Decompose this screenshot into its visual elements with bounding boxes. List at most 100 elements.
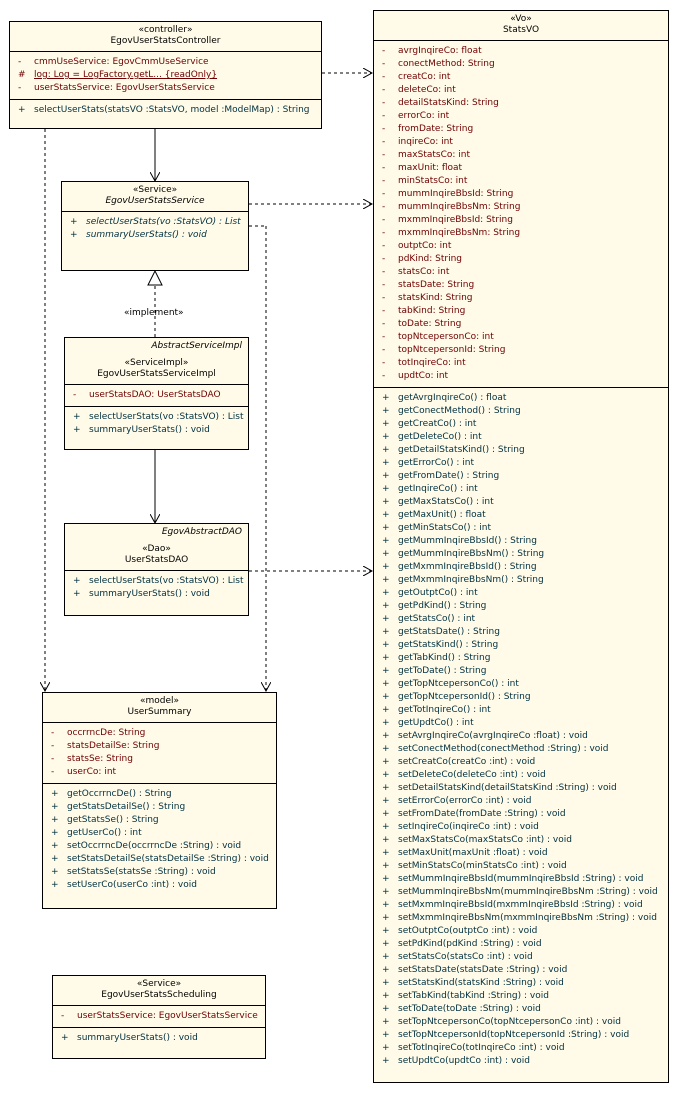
class-egov-user-stats-scheduling[interactable]: «Service» EgovUserStatsScheduling -userS… [52, 975, 269, 1062]
operation-row: +getStatsKind() : String [374, 639, 668, 652]
operation-text: setStatsDate(statsDate :String) : void [398, 965, 568, 975]
operation-row: +setDeleteCo(deleteCo :int) : void [374, 769, 668, 782]
operations-compartment: + summaryUserStats() : void [53, 1027, 265, 1049]
operation-row: +setOccrrncDe(occrrncDe :String) : void [43, 840, 276, 853]
operation-text: getTopNtcepersonId() : String [398, 692, 531, 702]
visibility-marker: - [382, 306, 386, 316]
class-user-stats-dao[interactable]: EgovAbstractDAO «Dao» UserStatsDAO +sele… [64, 523, 252, 619]
class-name: EgovUserStatsServiceImpl [97, 369, 216, 379]
visibility-marker: - [61, 1011, 65, 1021]
attribute-row: -userStatsService: EgovUserStatsService [10, 82, 321, 95]
visibility-marker: + [51, 789, 59, 799]
attribute-text: userStatsService: EgovUserStatsService [77, 1011, 258, 1021]
operation-text: getFromDate() : String [398, 471, 500, 481]
visibility-marker: + [51, 880, 59, 890]
operation-text: setDeleteCo(deleteCo :int) : void [398, 770, 546, 780]
attribute-text: topNtcepersonId: String [398, 345, 506, 355]
operation-row: +selectUserStats(vo :StatsVO) : List [62, 216, 248, 229]
attributes-compartment: -avrgInqireCo: float-conectMethod: Strin… [374, 40, 668, 387]
interface-egov-user-stats-service[interactable]: «Service» EgovUserStatsService +selectUs… [61, 181, 252, 274]
operation-text: setMaxUnit(maxUnit :float) : void [398, 848, 548, 858]
operation-text: setErrorCo(errorCo :int) : void [398, 796, 532, 806]
visibility-marker: + [382, 848, 390, 858]
visibility-marker: - [382, 280, 386, 290]
visibility-marker: + [51, 815, 59, 825]
attribute-text: errorCo: int [398, 111, 450, 121]
operation-row: +setTopNtcepersonId(topNtcepersonId :Str… [374, 1029, 668, 1042]
attribute-row: - userStatsService: EgovUserStatsService [53, 1010, 265, 1023]
operation-row: +summaryUserStats() : void [65, 588, 248, 601]
visibility-marker: + [61, 1033, 69, 1043]
visibility-marker: + [382, 874, 390, 884]
operation-text: getOutptCo() : int [398, 588, 478, 598]
visibility-marker: + [382, 458, 390, 468]
operation-text: getUserCo() : int [67, 828, 142, 838]
visibility-marker: + [382, 640, 390, 650]
visibility-marker: - [51, 754, 55, 764]
visibility-marker: + [382, 796, 390, 806]
operation-text: setTabKind(tabKind :String) : void [398, 991, 549, 1001]
visibility-marker: - [382, 150, 386, 160]
operation-text: setConectMethod(conectMethod :String) : … [398, 744, 609, 754]
operation-row: +setDetailStatsKind(detailStatsKind :Str… [374, 782, 668, 795]
class-egov-user-stats-controller[interactable]: «controller» EgovUserStatsController -cm… [9, 21, 325, 132]
operation-text: getConectMethod() : String [398, 406, 521, 416]
attribute-text: fromDate: String [398, 124, 474, 134]
operation-row: +setInqireCo(inqireCo :int) : void [374, 821, 668, 834]
operation-row: +getMaxStatsCo() : int [374, 496, 668, 509]
attribute-text: topNtcepersonCo: int [398, 332, 494, 342]
class-header: AbstractServiceImpl «ServiceImpl» EgovUs… [65, 338, 248, 384]
class-egov-user-stats-service-impl[interactable]: AbstractServiceImpl «ServiceImpl» EgovUs… [64, 337, 252, 453]
attribute-text: detailStatsKind: String [398, 98, 499, 108]
operation-text: setCreatCo(creatCo :int) : void [398, 757, 536, 767]
visibility-marker: + [382, 1017, 390, 1027]
attribute-row: -statsDetailSe: String [43, 740, 276, 753]
attribute-row: -mxmmInqireBbsNm: String [374, 227, 668, 240]
operation-row: + summaryUserStats() : void [53, 1032, 265, 1045]
operation-row: + setErrorCo(errorCo :int) : void [374, 795, 668, 808]
visibility-marker: - [382, 345, 386, 355]
class-user-summary[interactable]: «model» UserSummary -occrrncDe: String-s… [42, 692, 280, 912]
attribute-text: tabKind: String [398, 306, 466, 316]
implement-label: «implement» [124, 308, 184, 318]
operation-row: +getMinStatsCo() : int [374, 522, 668, 535]
operation-row: +setStatsKind(statsKind :String) : void [374, 977, 668, 990]
visibility-marker: + [382, 939, 390, 949]
operation-text: getInqireCo() : int [398, 484, 478, 494]
attribute-row: -minStatsCo: int [374, 175, 668, 188]
operation-row: +summaryUserStats() : void [65, 424, 248, 437]
operation-row: +getTopNtcepersonId() : String [374, 691, 668, 704]
operation-text: setStatsKind(statsKind :String) : void [398, 978, 564, 988]
attribute-row: -topNtcepersonCo: int [374, 331, 668, 344]
attribute-text: conectMethod: String [398, 59, 495, 69]
attribute-row: -updtCo: int [374, 370, 668, 383]
operation-row: +setMummInqireBbsNm(mummInqireBbsNm :Str… [374, 886, 668, 899]
attribute-text: log: Log = LogFactory.getL... {readOnly} [34, 70, 218, 80]
attribute-text: mummInqireBbsNm: String [398, 202, 521, 212]
operation-row: +setAvrgInqireCo(avrgInqireCo :float) : … [374, 730, 668, 743]
operation-row: +getMxmmInqireBbsId() : String [374, 561, 668, 574]
visibility-marker: - [73, 390, 77, 400]
operation-text: getMummInqireBbsNm() : String [398, 549, 545, 559]
visibility-marker: + [382, 809, 390, 819]
operation-row: +getTopNtcepersonCo() : int [374, 678, 668, 691]
operation-text: getTopNtcepersonCo() : int [398, 679, 519, 689]
operation-text: setTopNtcepersonId(topNtcepersonId :Stri… [398, 1030, 630, 1040]
attribute-row: -outptCo: int [374, 240, 668, 253]
class-stats-vo[interactable]: «Vo» StatsVO -avrgInqireCo: float-conect… [373, 10, 672, 1086]
operation-text: getTotInqireCo() : int [398, 705, 491, 715]
attribute-text: mxmmInqireBbsId: String [398, 215, 513, 225]
visibility-marker: - [51, 767, 55, 777]
visibility-marker: - [382, 293, 386, 303]
operation-text: setStatsDetailSe(statsDetailSe :String) … [67, 854, 269, 864]
operation-row: +getMaxUnit() : float [374, 509, 668, 522]
attribute-row: -toDate: String [374, 318, 668, 331]
parent-class-label: EgovAbstractDAO [161, 527, 242, 537]
operation-text: setToDate(toDate :String) : void [398, 1004, 541, 1014]
attribute-text: statsDate: String [398, 280, 475, 290]
operation-text: selectUserStats(vo :StatsVO) : List [89, 412, 244, 422]
operation-text: summaryUserStats() : void [77, 1033, 198, 1043]
visibility-marker: + [51, 828, 59, 838]
visibility-marker: + [73, 576, 81, 586]
operation-row: +setMummInqireBbsId(mummInqireBbsId :Str… [374, 873, 668, 886]
